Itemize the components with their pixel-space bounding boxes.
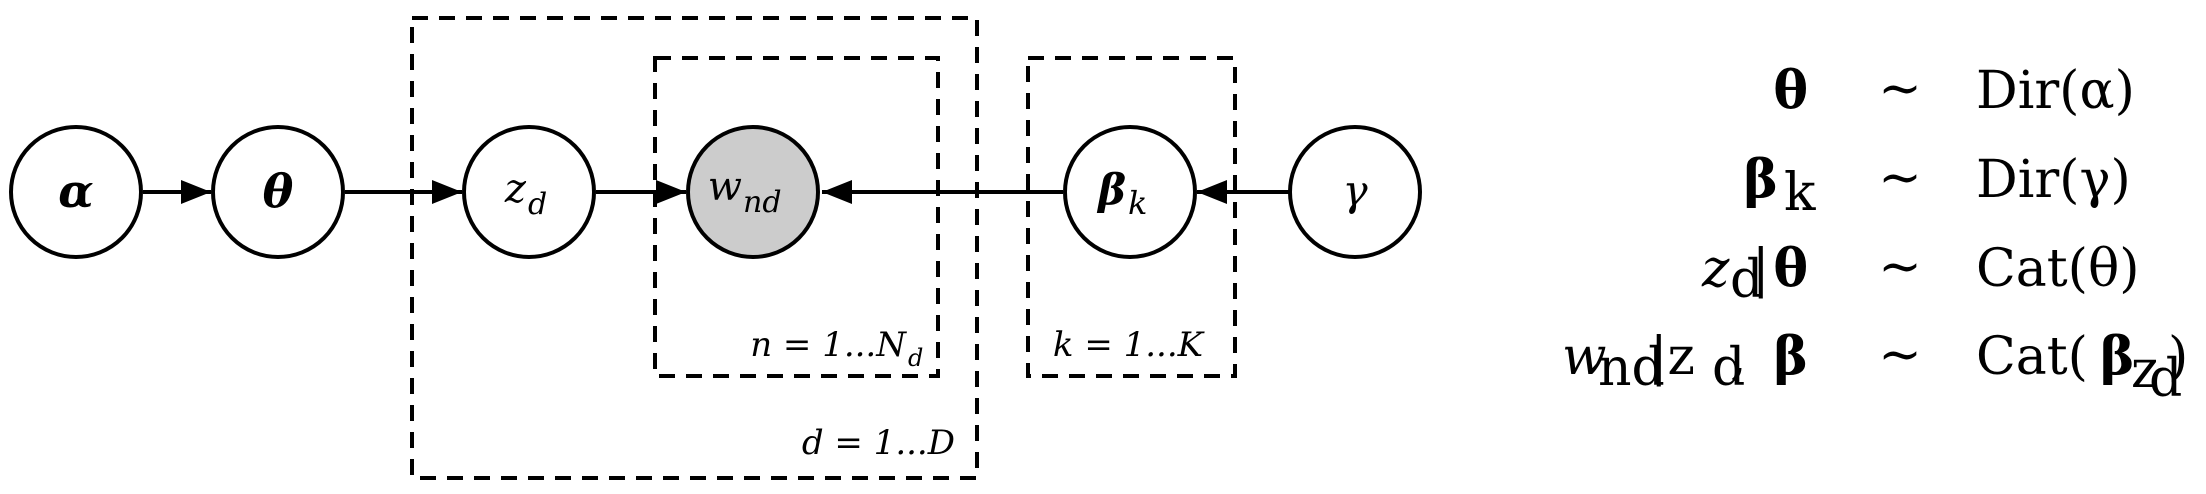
node-w: w nd [686,125,820,259]
node-beta-subscript: k [1128,184,1147,222]
equation-row: w nd |z d , β ~ Cat( β z d ) [1562,325,2188,409]
node-gamma-label: γ [1342,166,1368,215]
node-beta: β k [1063,125,1197,259]
equation-rhs-function: Cat( [1976,327,2088,387]
node-w-label: w [708,164,742,210]
equation-rhs-close: ) [2168,327,2188,387]
equation-lhs-variable-subscript: nd [1598,338,1665,398]
node-theta-label: θ [263,164,294,218]
equation-lhs-variable: z [1701,239,1730,299]
plate-documents [410,16,979,480]
equations: θ ~ Dir(α) β k ~ Dir(γ) z d | θ ~ Cat(θ)… [1562,59,2188,409]
equation-rhs-subsubscript: d [2149,349,2182,409]
equation-lhs: β [1773,326,1808,387]
equation-row: β k ~ Dir(γ) [1743,148,2130,223]
equation-relation: ~ [1878,148,1922,208]
equation-lhs: θ [1773,60,1808,121]
plate-documents-label: d = 1...D [802,423,955,463]
node-z-label: z [504,166,527,212]
node-z: z d [462,125,596,259]
equation-rhs-subscript: z [2131,340,2158,400]
equation-lhs-variable-subscript: d [1730,250,1763,310]
equation-row: z d | θ ~ Cat(θ) [1701,237,2140,310]
equation-rhs: Cat(θ) [1976,239,2140,299]
plate-topics [1026,56,1237,378]
equation-lhs-subscript: k [1784,163,1816,223]
node-z-subscript: d [528,187,547,222]
equation-lhs: β [1743,149,1778,210]
node-beta-label: β [1096,165,1126,214]
equation-lhs: θ [1773,238,1808,299]
node-theta: θ [211,125,345,259]
plate-words-label-subscript: d [908,344,923,372]
plate-topics-label: k = 1...K [1053,325,1206,365]
equation-relation: ~ [1878,325,1922,385]
equation-lhs-comma: , [1730,327,1747,387]
equation-relation: ~ [1878,237,1922,297]
equation-lhs-bar: | [1752,239,1770,299]
node-alpha: α [9,125,143,259]
equation-relation: ~ [1878,59,1922,119]
equation-rhs: Dir(α) [1976,61,2135,121]
equation-lhs-variable: w [1562,327,1607,387]
plate-words-label: n = 1...N [750,325,907,365]
plate-words [653,56,940,378]
equation-row: θ ~ Dir(α) [1773,59,2135,121]
node-w-subscript: nd [743,185,782,220]
node-gamma: γ [1288,125,1422,259]
equation-rhs: β [2100,326,2135,387]
equation-lhs-bar: |z [1650,327,1695,387]
equation-lhs-bar-subscript: d [1712,338,1745,398]
node-alpha-label: α [58,164,93,218]
equation-rhs: Dir(γ) [1976,150,2131,210]
